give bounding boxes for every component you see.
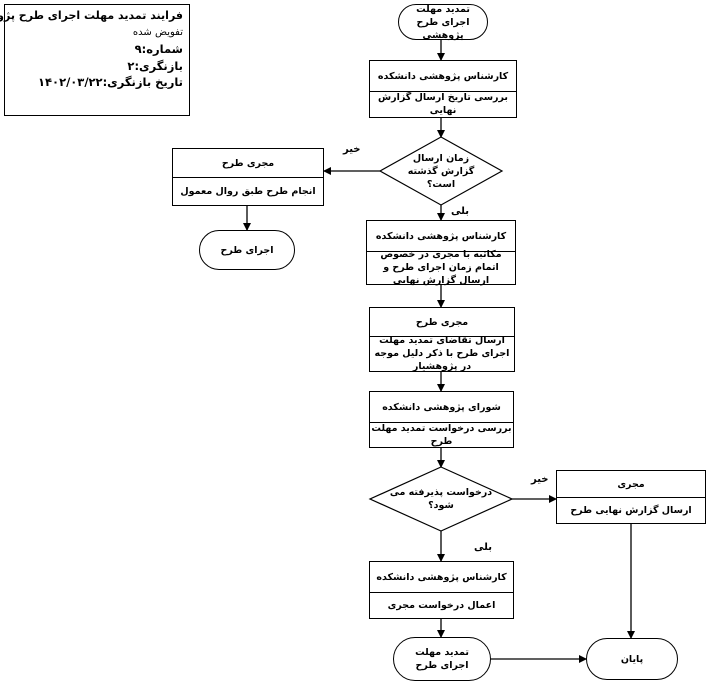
request-box-header: مجری طرح [370,308,514,337]
extension-terminal: تمدید مهلت اجرای طرح [393,637,491,681]
process-info-box: فرایند تمدید مهلت اجرای طرح پژوهشی تفویض… [0,4,190,116]
decision1-no-label: خیر [343,144,361,155]
apply-box-header: کارشناس پژوهشی دانشکده [370,562,513,593]
request-box-body: ارسال تقاضای تمدید مهلت اجرای طرح با ذکر… [374,335,510,372]
executor-box-body: انجام طرح طبق روال معمول [180,185,316,197]
decision1-diamond [378,136,504,206]
correspond-box-body: مکاتبه با مجری در خصوص اتمام زمان اجرای … [380,249,502,286]
decision2-yes-label: بلی [474,542,492,553]
decision2-no-label: خیر [531,474,549,485]
process-title: فرایند تمدید مهلت اجرای طرح پژوهشی [0,9,183,22]
review-box: کارشناس پژوهشی دانشکده بررسی تاریخ ارسال… [369,60,517,118]
decision1-label: زمان ارسال گزارش گذشته است؟ [407,152,475,190]
process-number: شماره:۹ [134,42,183,56]
start-label: تمدید مهلت اجرای طرح پژوهشی [416,3,470,41]
review-box-header: کارشناس پژوهشی دانشکده [370,61,516,92]
correspond-box-header: کارشناس پژوهشی دانشکده [367,221,515,252]
apply-box-body: اعمال درخواست مجری [387,599,496,611]
final-report-box: مجری ارسال گزارش نهایی طرح [556,470,706,524]
council-box-header: شورای پژوهشی دانشکده [370,392,513,423]
execute-plan-terminal: اجرای طرح [199,230,295,270]
correspond-box: کارشناس پژوهشی دانشکده مکاتبه با مجری در… [366,220,516,286]
decision2-diamond [368,466,514,532]
council-box: شورای پژوهشی دانشکده بررسی درخواست تمدید… [369,391,514,448]
start-terminal: تمدید مهلت اجرای طرح پژوهشی [398,3,488,41]
executor-box: مجری طرح انجام طرح طبق روال معمول [172,148,324,206]
process-revision: بازنگری:۲ [127,58,183,73]
extension-label: تمدید مهلت اجرای طرح [415,647,469,671]
executor-box-header: مجری طرح [173,149,323,178]
process-subtitle: تفویض شده [132,26,183,38]
end-label: پایان [620,653,644,665]
review-box-body: بررسی تاریخ ارسال گزارش نهایی [378,92,508,116]
final-report-box-header: مجری [557,471,705,498]
council-box-body: بررسی درخواست تمدید مهلت طرح [371,422,512,447]
process-revision-date: تاریخ بازنگری:۱۴۰۲/۰۳/۲۲ [38,75,183,89]
apply-box: کارشناس پژوهشی دانشکده اعمال درخواست مجر… [369,561,514,619]
end-terminal: پایان [586,638,678,680]
decision2-label: درخواست پذیرفته می شود؟ [389,487,493,511]
execute-plan-label: اجرای طرح [220,244,274,256]
request-box: مجری طرح ارسال تقاضای تمدید مهلت اجرای ط… [369,307,515,372]
decision1-yes-label: بلی [451,206,469,217]
final-report-box-body: ارسال گزارش نهایی طرح [570,504,692,516]
